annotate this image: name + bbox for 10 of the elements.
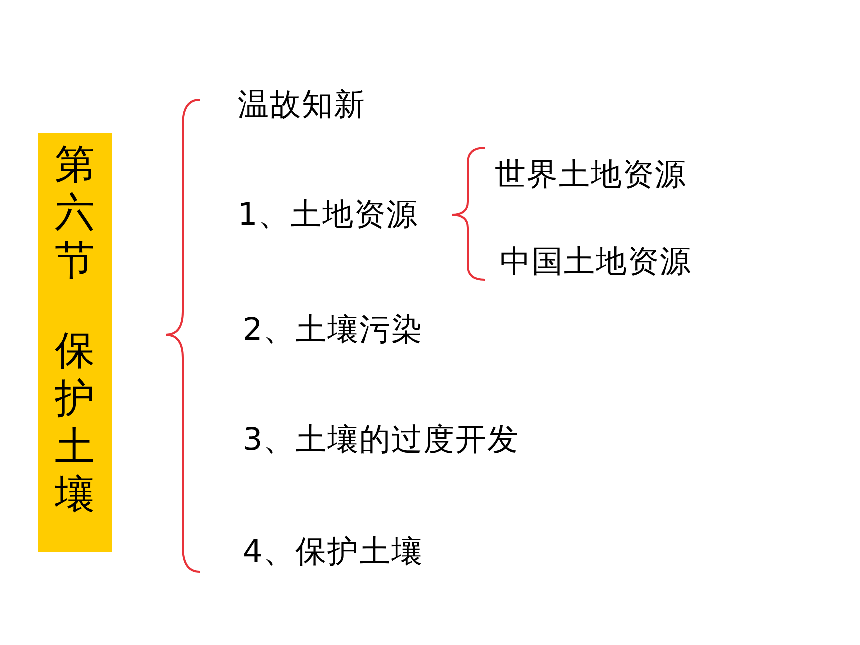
outline-item: 4、保护土壤	[243, 533, 424, 572]
outline-item: 2、土壤污染	[243, 311, 424, 350]
outline-item: 温故知新	[238, 86, 366, 125]
outline-item: 3、土壤的过度开发	[243, 421, 520, 460]
vertical-title: 第六节	[55, 141, 95, 285]
vertical-title: 保护土壤	[55, 327, 95, 519]
outline-item: 中国土地资源	[500, 243, 692, 282]
title-banner	[38, 133, 112, 552]
outline-item: 1、土地资源	[238, 196, 419, 235]
outline-item: 世界土地资源	[495, 156, 687, 195]
